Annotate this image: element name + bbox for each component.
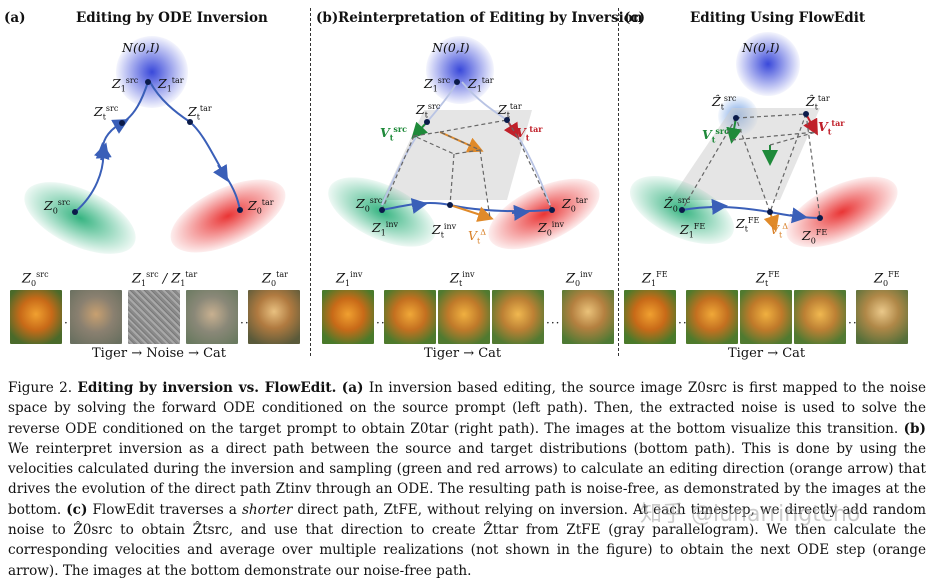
noise-label-b: N(0,I) [432,40,470,55]
caption-bold-title: Editing by inversion vs. FlowEdit. [77,380,337,396]
panel-c: (c) Editing Using FlowEdit [620,0,932,372]
strip-caption-a: Tiger → Noise → Cat [92,346,227,361]
divider-bc [618,8,619,356]
panel-b-diagram [328,36,600,250]
divider-ab [310,8,311,356]
noise-label-c: N(0,I) [742,40,780,55]
panel-a: (a) Editing by ODE Inversion [0,0,308,372]
cat-image [248,290,300,344]
noisy-cat-image [186,290,238,344]
orange-arrow [449,204,494,222]
figure-caption: Figure 2. Editing by inversion vs. FlowE… [8,380,927,579]
noise-distribution [116,36,188,108]
strip-caption-c: Tiger → Cat [728,346,806,361]
panel-a-label: (a) [4,10,26,26]
reverse-path [149,81,241,211]
panel-b-label: (b) [316,10,339,26]
panel-b-title: Reinterpretation of Editing by Inversion [338,10,643,26]
image-strip-a: ···· ···· [10,290,302,344]
forward-path [74,81,149,213]
image-strip-c: ··· ··· [624,290,924,344]
target-distribution [170,179,286,253]
strip-caption-b: Tiger → Cat [424,346,502,361]
source-distribution [24,182,136,254]
noisy-tiger-image [70,290,122,344]
watermark: 知乎 @lunarringtcho [640,502,861,527]
green-arrow [411,121,429,139]
panel-a-diagram [24,36,286,254]
figure: (a) Editing by ODE Inversion [0,0,932,372]
caption-part-b: We reinterpret inversion as a direct pat… [8,440,926,518]
image-strip-b: ··· ··· [322,290,614,344]
noise-image [128,290,180,344]
panel-a-title: Editing by ODE Inversion [76,10,268,26]
panel-c-label: (c) [624,10,645,26]
caption-fig-label: Figure 2. [8,380,73,396]
panel-b: (b) Reinterpretation of Editing by Inver… [312,0,643,372]
noise-label-a: N(0,I) [122,40,160,55]
caption-part-a: In inversion based editing, the source i… [8,380,927,437]
tiger-image [10,290,62,344]
panel-c-diagram [629,32,898,248]
panel-c-title: Editing Using FlowEdit [690,10,866,26]
